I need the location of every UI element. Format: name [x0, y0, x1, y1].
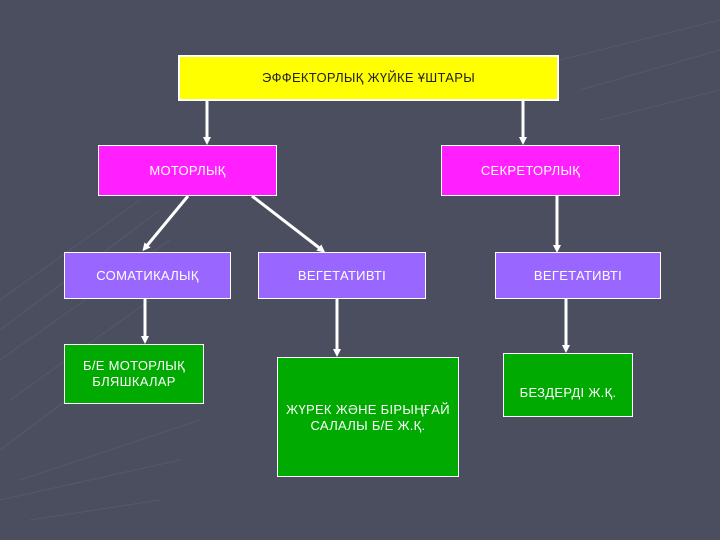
root-label: ЭФФЕКТОРЛЫҚ ЖҮЙКЕ ҰШТАРЫ: [261, 70, 476, 85]
heart-smooth-node: ЖҮРЕК ЖӘНЕ БІРЫҢҒАЙ САЛАЛЫ Б/Е Ж.Қ.: [277, 357, 459, 477]
vegetative-right-node: ВЕГЕТАТИВТІ: [495, 252, 661, 299]
vegetative-right-label: ВЕГЕТАТИВТІ: [533, 267, 623, 283]
somatic-node: СОМАТИКАЛЫҚ: [64, 252, 231, 299]
motor-plaques-label: Б/Е МОТОРЛЫҚ БЛЯШКАЛАР: [83, 358, 185, 389]
vegetative-left-node: ВЕГЕТАТИВТІ: [258, 252, 426, 299]
motor-label: МОТОРЛЫҚ: [149, 162, 226, 178]
heart-smooth-label: ЖҮРЕК ЖӘНЕ БІРЫҢҒАЙ САЛАЛЫ Б/Е Ж.Қ.: [286, 402, 450, 433]
secretory-label: СЕКРЕТОРЛЫҚ: [480, 162, 581, 178]
secretory-node: СЕКРЕТОРЛЫҚ: [441, 145, 620, 196]
glands-node: БЕЗДЕРДІ Ж.Қ.: [503, 353, 633, 417]
motor-plaques-node: Б/Е МОТОРЛЫҚ БЛЯШКАЛАР: [64, 344, 204, 404]
motor-node: МОТОРЛЫҚ: [98, 145, 277, 196]
somatic-label: СОМАТИКАЛЫҚ: [96, 267, 199, 283]
glands-label: БЕЗДЕРДІ Ж.Қ.: [519, 385, 617, 400]
vegetative-left-label: ВЕГЕТАТИВТІ: [297, 267, 387, 283]
root-node: ЭФФЕКТОРЛЫҚ ЖҮЙКЕ ҰШТАРЫ: [178, 55, 559, 101]
